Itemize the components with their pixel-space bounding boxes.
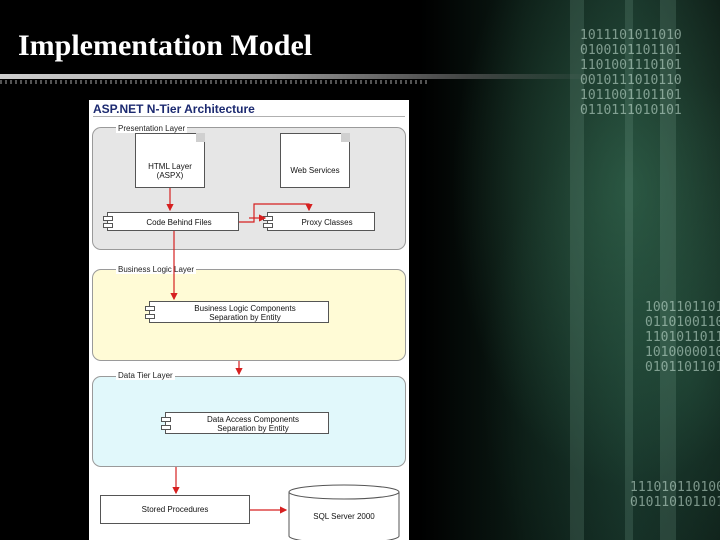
data-access-line1: Data Access Components bbox=[206, 415, 300, 424]
html-layer-line1: HTML Layer bbox=[148, 162, 192, 171]
architecture-diagram: ASP.NET N-Tier Architecture Presentation… bbox=[89, 100, 409, 540]
arrow-codebehind-to-proxy bbox=[239, 203, 313, 223]
data-access-line2: Separation by Entity bbox=[217, 424, 289, 433]
web-services-label: Web Services bbox=[290, 166, 340, 175]
code-behind-component: Code Behind Files bbox=[103, 212, 239, 231]
stored-procedures-node: Stored Procedures bbox=[100, 495, 250, 524]
title-underline bbox=[0, 74, 600, 79]
web-services-node: Web Services bbox=[280, 133, 350, 188]
proxy-classes-component: Proxy Classes bbox=[263, 212, 375, 231]
code-behind-label: Code Behind Files bbox=[146, 218, 212, 227]
presentation-layer-label: Presentation Layer bbox=[116, 124, 188, 133]
binary-background-art: 1011101011010 0100101101101 110100111010… bbox=[420, 0, 720, 540]
business-logic-component: Business Logic Components Separation by … bbox=[145, 301, 329, 323]
html-layer-node: HTML Layer (ASPX) bbox=[135, 133, 205, 188]
title-underline-pattern bbox=[0, 80, 430, 84]
business-logic-line2: Separation by Entity bbox=[209, 313, 281, 322]
html-layer-line2: (ASPX) bbox=[156, 171, 184, 180]
data-tier-layer-label: Data Tier Layer bbox=[116, 371, 175, 380]
sql-server-label: SQL Server 2000 bbox=[313, 512, 375, 521]
data-access-component: Data Access Components Separation by Ent… bbox=[161, 412, 329, 434]
connector-arrows bbox=[166, 188, 400, 540]
business-logic-layer-label: Business Logic Layer bbox=[116, 265, 197, 274]
stored-procedures-label: Stored Procedures bbox=[141, 505, 209, 514]
sql-server-database-icon bbox=[288, 484, 400, 540]
business-logic-line1: Business Logic Components bbox=[194, 304, 296, 313]
diagram-title: ASP.NET N-Tier Architecture bbox=[93, 102, 405, 117]
proxy-classes-label: Proxy Classes bbox=[301, 218, 353, 227]
slide-title: Implementation Model bbox=[18, 29, 313, 62]
